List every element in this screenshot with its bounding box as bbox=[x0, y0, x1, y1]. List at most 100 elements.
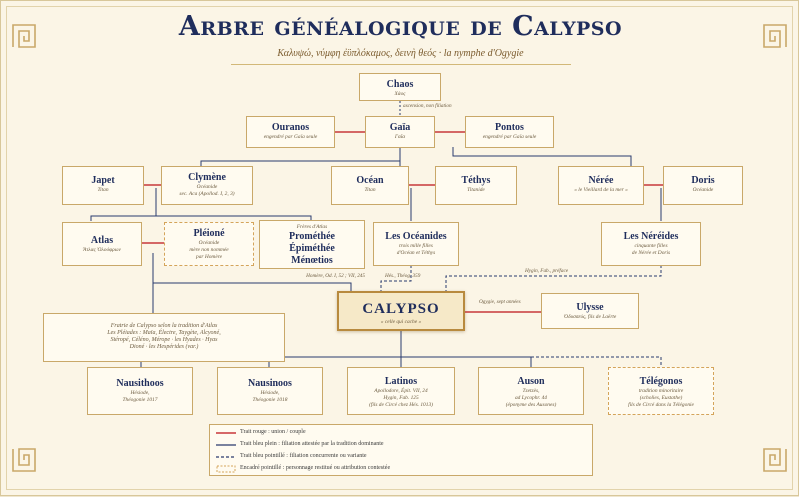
node-ocean[interactable]: Océan Titan bbox=[331, 166, 409, 205]
node-sub: engendré par Gaïa seule bbox=[263, 134, 318, 140]
meander-corner-icon bbox=[12, 24, 36, 48]
note-hygin: Hygin, Fab., préface bbox=[525, 268, 569, 274]
node-sub: (fils de Circé chez Hés. 1013) bbox=[369, 402, 433, 408]
node-sub: engendré par Gaïa seule bbox=[482, 134, 537, 140]
node-sub: Hésiode, bbox=[130, 390, 150, 396]
node-name: Auson bbox=[517, 376, 545, 387]
node-sub: Χάος bbox=[394, 91, 406, 97]
node-sub: Théogonie 1017 bbox=[122, 397, 158, 403]
legend-conteste-swatch bbox=[216, 465, 236, 473]
node-sub: Hésiode, bbox=[260, 390, 280, 396]
node-auson[interactable]: Auson Tzetzès, ad Lycophr. 44 (éponyme d… bbox=[478, 367, 584, 415]
node-calypso[interactable]: CALYPSO « celle qui cache » bbox=[337, 291, 465, 331]
meander-corner-icon bbox=[763, 448, 787, 472]
node-sub: tradition minoritaire bbox=[638, 388, 684, 394]
note-ogygie: Ogygie, sept années bbox=[479, 299, 521, 305]
note-hes-theog: Hés., Théog. 359 bbox=[385, 273, 421, 279]
connector-japet-freres bbox=[156, 215, 312, 221]
node-sub: sec. Aca (Apollod. I, 2, 3) bbox=[179, 191, 235, 197]
connector-oceanides-calypso bbox=[380, 265, 412, 293]
node-latinos[interactable]: Latinos Apollodore, Épit. VII, 24 Hygin,… bbox=[347, 367, 455, 415]
node-tethys[interactable]: Téthys Titanide bbox=[435, 166, 517, 205]
node-neree[interactable]: Nérée « le Vieillard de la mer » bbox=[558, 166, 644, 205]
node-name: Les Océanides bbox=[385, 231, 447, 242]
node-sub: Titanide bbox=[467, 187, 485, 193]
fratrie-line: Les Pléiades : Maïa, Électre, Taygète, A… bbox=[107, 330, 221, 336]
note-chaos-gaia: ascension, non filiation bbox=[403, 103, 452, 109]
node-sub: par Homère bbox=[196, 254, 222, 260]
node-name: Télégonos bbox=[639, 376, 683, 387]
node-sub: mère non nommée bbox=[189, 247, 229, 253]
node-sub: (scholies, Eustathe) bbox=[639, 395, 683, 401]
node-sub: ad Lycophr. 44 bbox=[514, 395, 548, 401]
connector-gaia-japet bbox=[200, 147, 401, 166]
node-pontos[interactable]: Pontos engendré par Gaïa seule bbox=[465, 116, 554, 148]
legend-union-label: Trait rouge : union / couple bbox=[240, 429, 306, 435]
node-name: Ulysse bbox=[576, 302, 604, 313]
legend-filiation: Trait bleu plein : filiation attestée pa… bbox=[216, 441, 384, 447]
fratrie-line: Fratrie de Calypso selon la tradition d'… bbox=[110, 323, 218, 329]
title-divider bbox=[231, 64, 571, 65]
node-name: CALYPSO bbox=[362, 301, 440, 317]
legend-variante: Trait bleu pointillé : filiation concurr… bbox=[216, 453, 367, 459]
meander-corner-icon bbox=[12, 448, 36, 472]
node-name: Japet bbox=[91, 175, 115, 186]
node-gaia[interactable]: Gaïa Γαῖα bbox=[365, 116, 435, 148]
legend-conteste: Encadré pointillé : personnage restitué … bbox=[216, 465, 391, 473]
node-telegonos[interactable]: Télégonos tradition minoritaire (scholie… bbox=[608, 367, 714, 415]
node-atlas[interactable]: Atlas Ἄτλας Ὀλοόφρων bbox=[62, 222, 142, 266]
node-sub: Titan bbox=[364, 187, 376, 193]
note-homere: Homère, Od. I, 52 ; VII, 245 bbox=[306, 273, 365, 279]
node-sub: de Nérée et Doris bbox=[631, 250, 671, 256]
node-name: Gaïa bbox=[389, 122, 411, 133]
node-name: Les Néréides bbox=[623, 231, 679, 242]
node-sub: Titan bbox=[97, 187, 109, 193]
connector-telegonos bbox=[501, 356, 662, 367]
node-oceanides[interactable]: Les Océanides trois mille filles d'Océan… bbox=[373, 222, 459, 266]
node-sub: Tzetzès, bbox=[522, 388, 540, 394]
node-clymene[interactable]: Clymène Océanide sec. Aca (Apollod. I, 2… bbox=[161, 166, 253, 205]
node-name: Ménœtios bbox=[291, 255, 333, 266]
legend-conteste-label: Encadré pointillé : personnage restitué … bbox=[240, 465, 391, 471]
node-sub: Océanide bbox=[692, 187, 714, 193]
node-fratrie-calypso[interactable]: Fratrie de Calypso selon la tradition d'… bbox=[43, 313, 285, 362]
fratrie-line: Stéropé, Céléno, Mérope · les Hyades · H… bbox=[110, 337, 218, 343]
node-name: Chaos bbox=[386, 79, 414, 90]
node-pleione[interactable]: Pléioné Océanide mère non nommée par Hom… bbox=[164, 222, 254, 266]
node-sub: fils de Circé dans la Télégonie bbox=[628, 402, 694, 408]
page-title: Arbre généalogique de Calypso bbox=[178, 11, 623, 42]
node-sub: Ἄτλας Ὀλοόφρων bbox=[83, 247, 121, 253]
node-nereides[interactable]: Les Néréides cinquante filles de Nérée e… bbox=[601, 222, 701, 266]
node-nausithoos[interactable]: Nausithoos Hésiode, Théogonie 1017 bbox=[87, 367, 193, 415]
node-sub: Théogonie 1018 bbox=[252, 397, 288, 403]
connector-nereides-calypso bbox=[445, 265, 662, 293]
node-name: Épiméthée bbox=[289, 243, 335, 254]
node-japet[interactable]: Japet Titan bbox=[62, 166, 144, 205]
meander-corner-icon bbox=[763, 24, 787, 48]
legend-filiation-label: Trait bleu plein : filiation attestée pa… bbox=[240, 441, 384, 447]
node-sub: Ὀδυσσεύς, fils de Laërte bbox=[563, 314, 617, 320]
node-ulysse[interactable]: Ulysse Ὀδυσσεύς, fils de Laërte bbox=[541, 293, 639, 329]
node-chaos[interactable]: Chaos Χάος bbox=[359, 73, 441, 101]
node-doris[interactable]: Doris Océanide bbox=[663, 166, 743, 205]
node-sub: « le Vieillard de la mer » bbox=[574, 187, 628, 193]
node-name: Téthys bbox=[461, 175, 491, 186]
legend-union-swatch bbox=[216, 432, 236, 434]
legend-union: Trait rouge : union / couple bbox=[216, 429, 306, 435]
node-freres-atlas[interactable]: Frères d'Atlas Prométhée Épiméthée Ménœt… bbox=[259, 220, 365, 269]
connector-calypso-auson bbox=[401, 356, 532, 367]
node-nausinoos[interactable]: Nausinoos Hésiode, Théogonie 1018 bbox=[217, 367, 323, 415]
node-sub: Océanide bbox=[198, 240, 220, 246]
node-sub: (éponyme des Ausones) bbox=[505, 402, 557, 408]
node-sub: Apollodore, Épit. VII, 24 bbox=[374, 388, 428, 394]
node-name: Prométhée bbox=[289, 231, 335, 242]
node-name: Nérée bbox=[588, 175, 614, 186]
node-name: Ouranos bbox=[271, 122, 310, 133]
node-name: Pontos bbox=[495, 122, 524, 133]
node-name: Latinos bbox=[384, 376, 418, 387]
node-name: Doris bbox=[691, 175, 715, 186]
node-sub: cinquante filles bbox=[634, 243, 668, 249]
node-ouranos[interactable]: Ouranos engendré par Gaïa seule bbox=[246, 116, 335, 148]
node-sub: Hygin, Fab. 125 bbox=[383, 395, 419, 401]
